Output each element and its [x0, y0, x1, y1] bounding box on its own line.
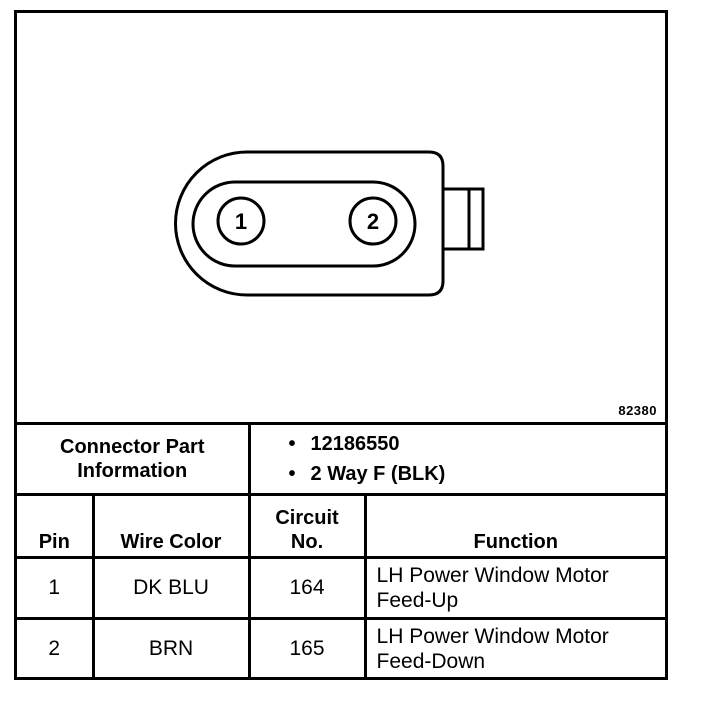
connector-housing — [174, 150, 445, 297]
connector-face-drawing: 1 2 — [174, 150, 485, 297]
function-line-2: Feed-Up — [376, 589, 459, 612]
connector-cavity — [191, 180, 417, 268]
table-row: 2 BRN 165 LH Power Window Motor Feed-Dow… — [17, 617, 666, 678]
header-pin: Pin — [17, 493, 95, 559]
connector-lock-tab — [443, 187, 485, 251]
wire-color-cell: BRN — [91, 617, 251, 678]
pin-1-circle — [216, 196, 266, 246]
table-header-row: Pin Wire Color Circuit No. Function — [17, 493, 666, 559]
connector-sheet: 1 2 82380 Connector Part Information •12… — [14, 10, 668, 680]
pin-2-circle — [348, 196, 398, 246]
connector-type-item: •2 Way F (BLK) — [288, 463, 446, 485]
part-number: 12186550 — [310, 433, 400, 455]
part-info-label: Connector Part Information — [17, 425, 251, 496]
header-wire-color: Wire Color — [91, 493, 251, 559]
header-function: Function — [363, 493, 666, 559]
pin-cell: 1 — [17, 556, 95, 620]
function-cell: LH Power Window Motor Feed-Up — [363, 556, 666, 620]
table-row: 1 DK BLU 164 LH Power Window Motor Feed-… — [17, 556, 666, 620]
figure-number: 82380 — [618, 403, 657, 418]
circuit-no-cell: 165 — [247, 617, 367, 678]
pin-cell: 2 — [17, 617, 95, 678]
wire-color-cell: DK BLU — [91, 556, 251, 620]
part-info-values: •12186550 •2 Way F (BLK) — [247, 425, 666, 496]
part-number-item: •12186550 — [288, 433, 400, 455]
function-cell: LH Power Window Motor Feed-Down — [363, 617, 666, 678]
connector-drawing-panel: 1 2 82380 — [17, 13, 665, 425]
pin-2-label: 2 — [367, 209, 379, 234]
function-line-2: Feed-Down — [376, 650, 486, 673]
function-line-1: LH Power Window Motor — [376, 564, 609, 587]
part-info-row: Connector Part Information •12186550 •2 … — [17, 425, 666, 496]
connector-type: 2 Way F (BLK) — [310, 463, 446, 485]
pin-1-label: 1 — [235, 209, 247, 234]
function-line-1: LH Power Window Motor — [376, 625, 609, 648]
connector-info-table: Connector Part Information •12186550 •2 … — [17, 425, 666, 678]
circuit-no-cell: 164 — [247, 556, 367, 620]
header-circuit-no: Circuit No. — [247, 493, 367, 559]
